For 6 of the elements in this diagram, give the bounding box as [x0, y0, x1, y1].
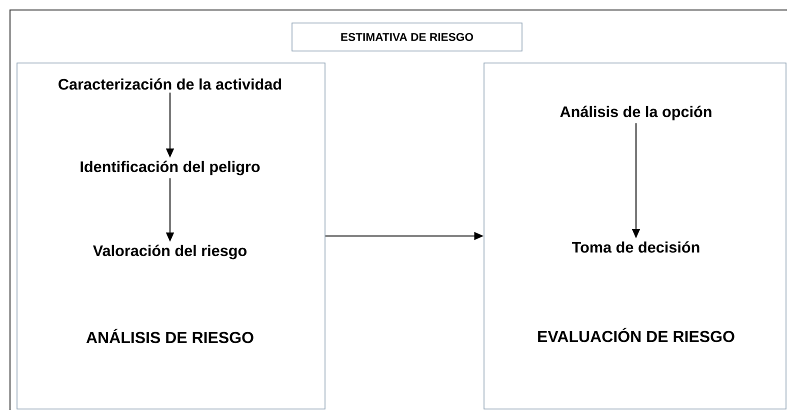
title-box: ESTIMATIVA DE RIESGO — [292, 22, 522, 52]
step-label: Identificación del peligro — [80, 160, 260, 176]
step-label: Toma de decisión — [572, 241, 700, 253]
step-label: Análisis de la opción — [560, 106, 712, 120]
step-label: Valoración del riesgo — [93, 244, 247, 260]
step-label: Caracterización de la actividad — [58, 78, 282, 90]
